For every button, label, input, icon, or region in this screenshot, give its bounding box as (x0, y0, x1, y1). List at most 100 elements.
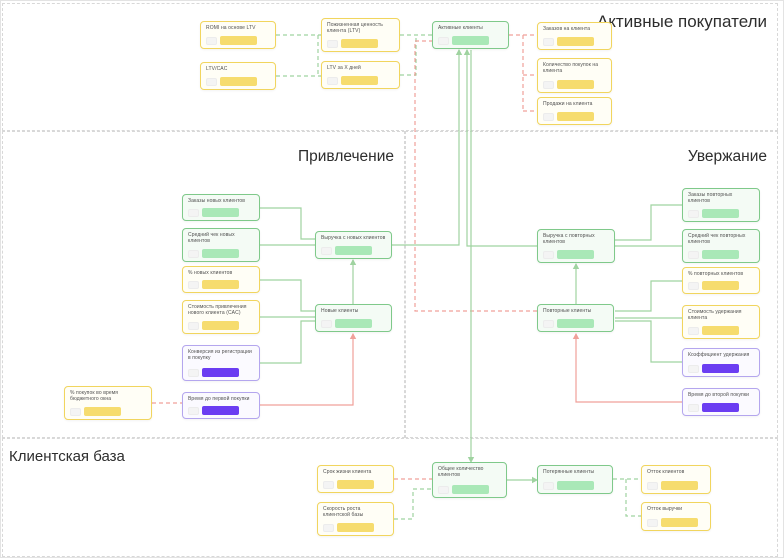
metric-pill (702, 281, 739, 290)
node-ltv-cac[interactable]: LTV/CAC (200, 62, 276, 90)
badge-row (206, 36, 270, 45)
node-label: Скорость роста клиентской базы (323, 506, 364, 518)
metric-pill (557, 481, 594, 490)
metric-pill (202, 406, 239, 415)
node-new-clients[interactable]: Новые клиенты (315, 304, 392, 332)
node-revenue-churn[interactable]: Отток выручки (641, 502, 711, 531)
value-chip (206, 36, 217, 45)
node-active-clients[interactable]: Активные клиенты (432, 21, 509, 49)
node-label: LTV за X дней (327, 65, 361, 71)
metric-pill (220, 77, 257, 86)
connector-edge (400, 35, 417, 76)
badge-row (688, 403, 754, 412)
node-new-clients-avg-check[interactable]: Средний чек новых клиентов (182, 228, 260, 262)
badge-row (70, 407, 146, 416)
node-new-clients-revenue[interactable]: Выручка с новых клиентов (315, 231, 392, 259)
node-retention-rate[interactable]: Коэффициент удержания (682, 348, 760, 377)
metric-pill (702, 364, 739, 373)
node-new-clients-orders[interactable]: Заказы новых клиентов (182, 194, 260, 221)
node-lost-clients[interactable]: Потерянные клиенты (537, 465, 613, 494)
connector-edge (260, 334, 354, 406)
node-repeat-clients[interactable]: Повторные клиенты (537, 304, 614, 332)
arrowhead-icon (349, 333, 357, 339)
node-label: Срок жизни клиента (323, 469, 372, 475)
node-label: Заказы повторных клиентов (688, 192, 733, 204)
badge-row (688, 326, 754, 335)
node-time-to-first-purchase[interactable]: Время до первой покупки (182, 392, 260, 419)
value-chip (188, 249, 199, 258)
node-orders-per-client[interactable]: Заказов на клиента (537, 22, 612, 50)
arrowhead-icon (463, 49, 471, 55)
badge-row (188, 406, 254, 415)
value-chip (543, 319, 554, 328)
node-new-clients-pct[interactable]: % новых клиентов (182, 266, 260, 293)
node-client-churn[interactable]: Отток клиентов (641, 465, 711, 494)
metric-pill (452, 36, 489, 45)
value-chip (688, 403, 699, 412)
node-label: % покупок во время бюджетного окна (70, 390, 119, 402)
node-ltv-x-days[interactable]: LTV за X дней (321, 61, 400, 89)
section-title-retention[interactable]: Увержание (687, 148, 767, 165)
node-purchases-per-client[interactable]: Количество покупок на клиента (537, 58, 612, 93)
badge-row (321, 246, 386, 255)
node-client-lifetime[interactable]: Срок жизни клиента (317, 465, 394, 493)
connector-edge (392, 50, 460, 246)
metric-pill (557, 250, 594, 259)
node-base-growth-rate[interactable]: Скорость роста клиентской базы (317, 502, 394, 536)
node-repeat-clients-avg-check[interactable]: Средний чек повторных клиентов (682, 229, 760, 263)
value-chip (438, 485, 449, 494)
metric-pill (202, 321, 239, 330)
badge-row (688, 364, 754, 373)
badge-row (188, 208, 254, 217)
node-purchase-window-pct[interactable]: % покупок во время бюджетного окна (64, 386, 152, 420)
node-label: Стоимость удержания клиента (688, 309, 742, 321)
badge-row (543, 250, 609, 259)
section-title-active-buyers[interactable]: Активные покупатели (596, 12, 767, 31)
node-cac[interactable]: Стоимость привлечения нового клиента (CA… (182, 300, 260, 334)
badge-row (327, 39, 394, 48)
metric-pill (84, 407, 121, 416)
badge-row (188, 280, 254, 289)
node-label: Общее количество клиентов (438, 466, 484, 478)
badge-row (321, 319, 386, 328)
badge-row (543, 37, 606, 46)
node-total-clients[interactable]: Общее количество клиентов (432, 462, 507, 498)
node-romi-ltv[interactable]: ROMI на основе LTV (200, 21, 276, 49)
metric-pill (335, 319, 372, 328)
badge-row (438, 485, 501, 494)
badge-row (543, 80, 606, 89)
node-label: Отток клиентов (647, 469, 685, 475)
connector-edge (466, 50, 537, 247)
node-repeat-clients-revenue[interactable]: Выручка с повторных клиентов (537, 229, 615, 263)
value-chip (70, 407, 81, 416)
node-ltv[interactable]: Пожизненная ценность клиента (LTV) (321, 18, 400, 52)
metric-pill (202, 208, 239, 217)
badge-row (688, 250, 754, 259)
node-label: Время до второй покупки (688, 392, 750, 398)
badge-row (188, 321, 254, 330)
node-retention-cost[interactable]: Стоимость удержания клиента (682, 305, 760, 339)
section-title-client-base[interactable]: Клиентская база (9, 448, 125, 465)
metric-pill (337, 523, 374, 532)
value-chip (688, 209, 699, 218)
node-repeat-clients-orders[interactable]: Заказы повторных клиентов (682, 188, 760, 222)
value-chip (688, 326, 699, 335)
node-repeat-clients-pct[interactable]: % повторных клиентов (682, 267, 760, 294)
badge-row (543, 481, 607, 490)
section-title-acquisition[interactable]: Привлечение (298, 148, 394, 165)
node-label: % повторных клиентов (688, 271, 744, 277)
arrowhead-icon (467, 457, 475, 463)
badge-row (206, 77, 270, 86)
value-chip (647, 518, 658, 527)
node-reg-to-purchase-conversion[interactable]: Конверсия из регистрации в покупку (182, 345, 260, 381)
metric-pill (702, 209, 739, 218)
node-sales-per-client[interactable]: Продажи на клиента (537, 97, 612, 125)
node-time-to-second-purchase[interactable]: Время до второй покупки (682, 388, 760, 416)
node-label: Продажи на клиента (543, 101, 593, 107)
value-chip (188, 406, 199, 415)
value-chip (323, 523, 334, 532)
node-label: % новых клиентов (188, 270, 233, 276)
node-label: Коэффициент удержания (688, 352, 750, 358)
connector-edge (260, 207, 315, 240)
